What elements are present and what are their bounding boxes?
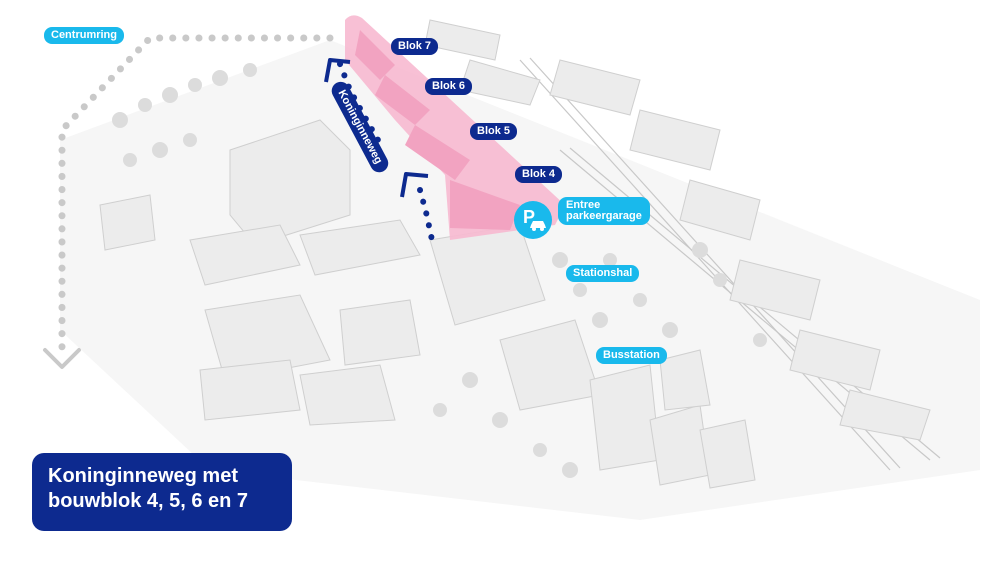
label-blok-6: Blok 6 — [425, 78, 473, 95]
caption-line-1: Koninginneweg met — [48, 465, 238, 487]
parking-car-icon: P — [514, 201, 552, 239]
label-busstation: Busstation — [596, 347, 667, 364]
label-blok-7: Blok 7 — [391, 38, 439, 55]
caption-box: Koninginneweg met bouwblok 4, 5, 6 en 7 — [32, 453, 292, 531]
label-centrumring: Centrumring — [44, 27, 124, 44]
label-entree-parkeergarage: Entree parkeergarage — [558, 197, 650, 225]
label-blok-5: Blok 5 — [470, 123, 518, 140]
dotted-route-arrow-icon — [43, 34, 334, 369]
highlighted-blocks — [345, 15, 565, 240]
label-entree-line1: Entree — [566, 199, 601, 211]
trees — [112, 63, 767, 478]
buildings — [99, 19, 931, 489]
caption-line-2: bouwblok 4, 5, 6 en 7 — [48, 490, 249, 512]
parking-car-glyph: P — [523, 207, 546, 231]
label-entree-line2: parkeergarage — [566, 210, 642, 222]
road-markers — [324, 58, 435, 243]
svg-text:P: P — [523, 207, 535, 227]
label-blok-4: Blok 4 — [515, 166, 563, 183]
label-stationshal: Stationshal — [566, 265, 640, 282]
